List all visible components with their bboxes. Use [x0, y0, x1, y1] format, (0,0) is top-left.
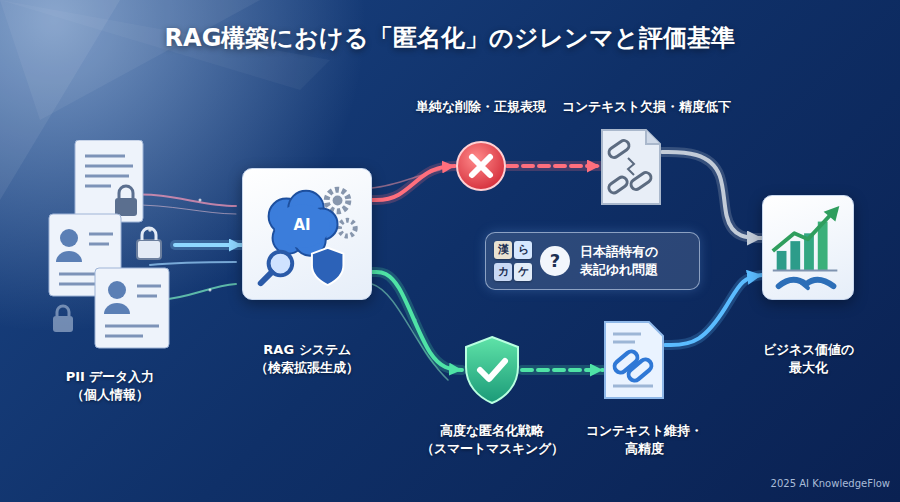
icon	[45, 140, 175, 350]
sparkle	[209, 289, 212, 292]
node-text: RAG システム （検索拡張生成）	[237, 341, 377, 377]
node-text: コンテキスト欠損・精度低下	[554, 98, 739, 116]
watermark: 2025 AI KnowledgeFlow	[730, 478, 890, 489]
connector	[372, 166, 455, 200]
broken-document-art	[602, 130, 660, 204]
stream-line	[128, 205, 236, 214]
connector-glow	[507, 161, 600, 171]
node-text: 漢	[494, 241, 512, 259]
linked-document-art	[605, 322, 663, 398]
label-wrap: AI	[280, 216, 324, 234]
node-text: PII データ入力 （個人情報）	[45, 368, 175, 404]
text-wrap: PII データ入力 （個人情報）	[45, 368, 175, 404]
connector-glow	[662, 152, 762, 238]
input-documents: PII データ入力 （個人情報）	[45, 140, 175, 350]
connector-glow	[372, 166, 455, 200]
connector-group	[662, 152, 762, 238]
connector-group	[507, 166, 600, 167]
label-wrap: 2025 AI KnowledgeFlow	[730, 478, 890, 489]
broken-document: コンテキスト欠損・精度低下	[600, 128, 662, 206]
connector	[662, 152, 762, 238]
value-card-art	[773, 206, 840, 288]
node-text: コンテキスト維持・ 高精度	[579, 422, 709, 458]
text-wrap: コンテキスト欠損・精度低下	[554, 98, 739, 116]
node-text: ?	[540, 246, 570, 276]
connector-group	[372, 166, 455, 200]
connector-glow	[175, 240, 242, 250]
icon	[243, 169, 371, 299]
text-wrap: ら	[514, 241, 532, 259]
node-text: 単純な削除・正規表現	[406, 98, 556, 116]
system-card: RAG システム （検索拡張生成）	[242, 168, 372, 300]
icon	[603, 320, 665, 400]
icon	[462, 335, 522, 405]
node-text: ケ	[514, 263, 532, 281]
shield-badge: 高度な匿名化戦略 （スマートマスキング）	[462, 335, 522, 405]
connector-group	[522, 370, 603, 371]
text-wrap: 漢	[494, 241, 512, 259]
reject-circle: 単純な削除・正規表現	[455, 140, 507, 192]
icon	[763, 196, 853, 299]
stream-line	[130, 195, 236, 206]
input-documents-art	[49, 140, 169, 348]
text-wrap: コンテキスト維持・ 高精度	[579, 422, 709, 458]
icon-label: AI	[280, 216, 324, 234]
connector	[175, 243, 242, 247]
system-card-art	[261, 190, 356, 286]
reject-circle-art	[457, 142, 505, 190]
text-wrap: ビジネス価値の 最大化	[748, 341, 868, 377]
value-card: ビジネス価値の 最大化	[762, 195, 854, 300]
stream-line	[150, 262, 236, 265]
linked-document: コンテキスト維持・ 高精度	[603, 320, 665, 400]
text-wrap: RAG システム （検索拡張生成）	[237, 341, 377, 377]
text-wrap: 日本語特有の 表記ゆれ問題	[580, 243, 688, 278]
title-wrap: RAG構築における「匿名化」のジレンマと評価基準	[0, 22, 900, 54]
connector	[507, 164, 600, 168]
text-wrap: ケ	[514, 263, 532, 281]
shield-badge-art	[466, 337, 518, 403]
node-text: カ	[494, 263, 512, 281]
connector-glow	[372, 272, 462, 370]
node-text: 日本語特有の 表記ゆれ問題	[580, 243, 688, 278]
connector	[372, 272, 462, 370]
connector	[522, 368, 603, 372]
title: RAG構築における「匿名化」のジレンマと評価基準	[0, 22, 900, 54]
connector-group	[175, 245, 242, 246]
text-wrap: カ	[494, 263, 512, 281]
stream-line	[160, 284, 236, 300]
icon	[600, 128, 662, 206]
text-wrap: 高度な匿名化戦略 （スマートマスキング）	[412, 422, 572, 458]
connector-glow	[522, 365, 603, 375]
issue-callout: 漢らカケ? 日本語特有の 表記ゆれ問題	[485, 232, 700, 290]
node-text: ビジネス価値の 最大化	[748, 341, 868, 377]
node-text: 高度な匿名化戦略 （スマートマスキング）	[412, 422, 572, 458]
sparkle	[199, 199, 202, 202]
text-wrap: 単純な削除・正規表現	[406, 98, 556, 116]
connector-group	[372, 272, 462, 370]
node-text: ら	[514, 241, 532, 259]
text-wrap: ?	[540, 246, 570, 276]
icon	[455, 140, 507, 192]
data-streams	[128, 170, 448, 380]
